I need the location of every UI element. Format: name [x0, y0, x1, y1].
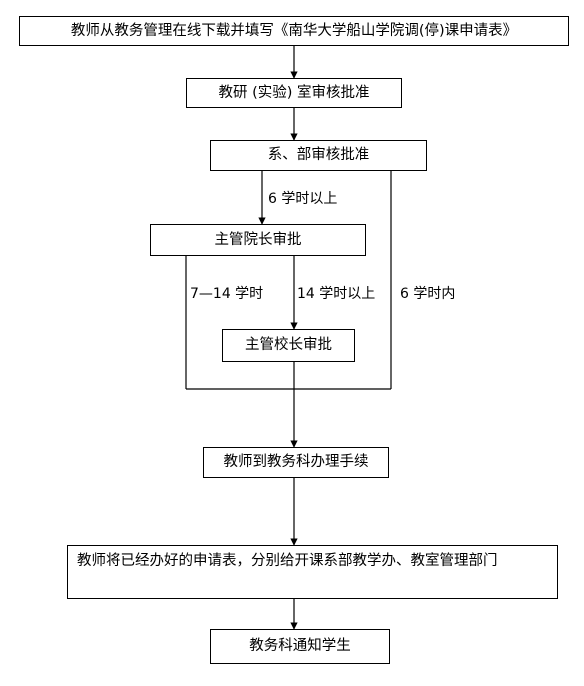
step-president-approval-text: 主管校长审批: [245, 337, 332, 354]
step-teacher-process: 教师到教务科办理手续: [203, 447, 389, 478]
step-notify-students-text: 教务科通知学生: [249, 638, 351, 655]
step-teacher-process-text: 教师到教务科办理手续: [223, 454, 369, 471]
step-dean-approval-text: 主管院长审批: [214, 231, 302, 248]
step-download-apply-form: 教师从教务管理在线下载并填写《南华大学船山学院调(停)课申请表》: [19, 16, 569, 46]
step-download-apply-form-text: 教师从教务管理在线下载并填写《南华大学船山学院调(停)课申请表》: [70, 22, 518, 39]
step-teaching-office-approval: 教研 (实验) 室审核批准: [186, 78, 402, 108]
step-distribute-form-text: 教师将已经办好的申请表，分别给开课系部教学办、教室管理部门: [77, 553, 498, 569]
step-department-approval: 系、部审核批准: [210, 140, 427, 171]
step-notify-students: 教务科通知学生: [210, 629, 390, 664]
label-over-14-hours: 14 学时以上: [297, 286, 376, 302]
label-7-to-14-hours: 7—14 学时: [190, 286, 264, 302]
step-department-approval-text: 系、部审核批准: [267, 147, 370, 164]
step-dean-approval: 主管院长审批: [150, 224, 366, 256]
label-over-6-hours: 6 学时以上: [268, 191, 338, 207]
step-teaching-office-approval-text: 教研 (实验) 室审核批准: [218, 84, 370, 101]
step-distribute-form: 教师将已经办好的申请表，分别给开课系部教学办、教室管理部门: [67, 545, 558, 599]
label-within-6-hours: 6 学时内: [400, 286, 456, 302]
step-president-approval: 主管校长审批: [222, 329, 355, 362]
